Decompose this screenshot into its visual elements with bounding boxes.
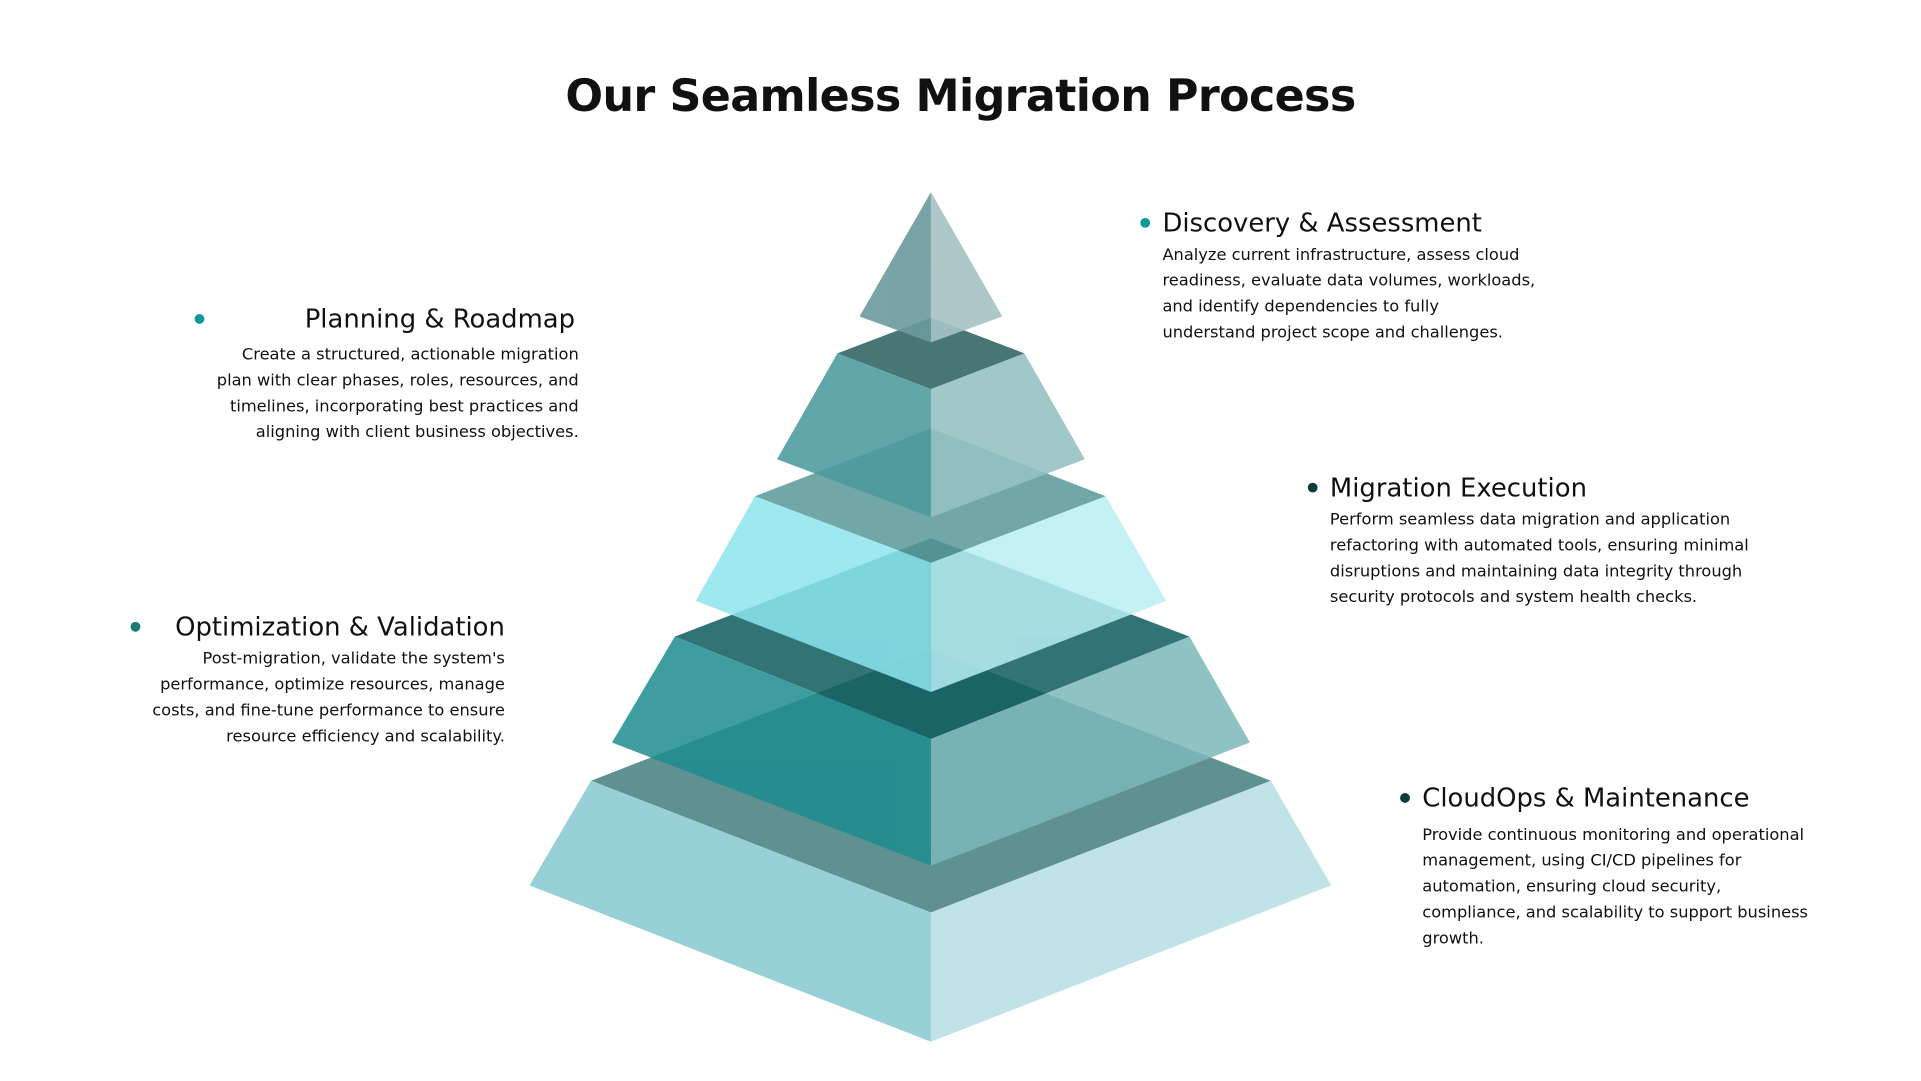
step-discovery: Discovery & Assessment Analyze current i… (1140, 206, 1535, 346)
bullet-icon (1307, 482, 1318, 493)
step-description: Create a structured, actionable migratio… (217, 342, 579, 445)
text-line: aligning with client business objectives… (255, 423, 579, 443)
text-line: and identify dependencies to fully (1162, 297, 1439, 317)
text-line: growth. (1422, 929, 1484, 949)
page-title: Our Seamless Migration Process (565, 71, 1356, 122)
step-heading: CloudOps & Maintenance (1422, 783, 1750, 813)
text-line: Provide continuous monitoring and operat… (1422, 826, 1805, 845)
bullet-icon (1400, 793, 1410, 803)
step-description: Post-migration, validate the system's pe… (152, 646, 505, 749)
text-line: disruptions and maintaining data integri… (1329, 562, 1743, 582)
step-migration: Migration Execution Perform seamless dat… (1307, 470, 1749, 610)
pyramid-tier-1 (859, 192, 1003, 343)
step-optimization: Optimization & Validation Post-migration… (130, 610, 505, 750)
pyramid-tier-2 (777, 317, 1085, 518)
text-line: understand project scope and challenges. (1162, 323, 1503, 343)
step-heading-text: Optimization & Validation (175, 612, 505, 642)
text-line: refactoring with automated tools, ensuri… (1329, 536, 1749, 556)
text-line: plan with clear phases, roles, resources… (216, 371, 579, 391)
text-line: costs, and fine-tune performance to ensu… (152, 701, 505, 721)
step-cloudops: CloudOps & Maintenance Provide continuou… (1400, 781, 1808, 952)
text-line: Create a structured, actionable migratio… (241, 346, 579, 365)
step-description: Provide continuous monitoring and operat… (1422, 823, 1808, 952)
text-line: readiness, evaluate data volumes, worklo… (1162, 272, 1536, 291)
text-line: timelines, incorporating best practices … (229, 397, 579, 417)
bullet-icon (130, 621, 140, 632)
step-heading-text: Planning & Roadmap (304, 304, 576, 334)
step-description: Analyze current infrastructure, assess c… (1162, 243, 1535, 346)
text-line: management, using CI/CD pipelines for (1422, 852, 1742, 871)
bullet-icon (1140, 217, 1151, 228)
step-heading: Optimization & Validation (130, 610, 505, 644)
text-line: Perform seamless data migration and appl… (1329, 511, 1731, 530)
bullet-icon (194, 314, 205, 324)
step-heading: Migration Execution (1329, 472, 1587, 503)
text-line: Post-migration, validate the system's (202, 650, 505, 669)
text-line: resource efficiency and scalability. (226, 727, 505, 747)
step-heading: Discovery & Assessment (1162, 208, 1482, 238)
text-line: compliance, and scalability to support b… (1422, 903, 1809, 923)
text-line: Analyze current infrastructure, assess c… (1162, 246, 1520, 265)
text-line: security protocols and system health che… (1329, 588, 1698, 608)
step-description: Perform seamless data migration and appl… (1330, 507, 1749, 610)
text-line: performance, optimize resources, manage (160, 676, 505, 695)
text-line: automation, ensuring cloud security, (1422, 877, 1722, 897)
step-heading: Planning & Roadmap (194, 302, 576, 336)
step-planning: Planning & Roadmap Create a structured, … (194, 302, 579, 446)
